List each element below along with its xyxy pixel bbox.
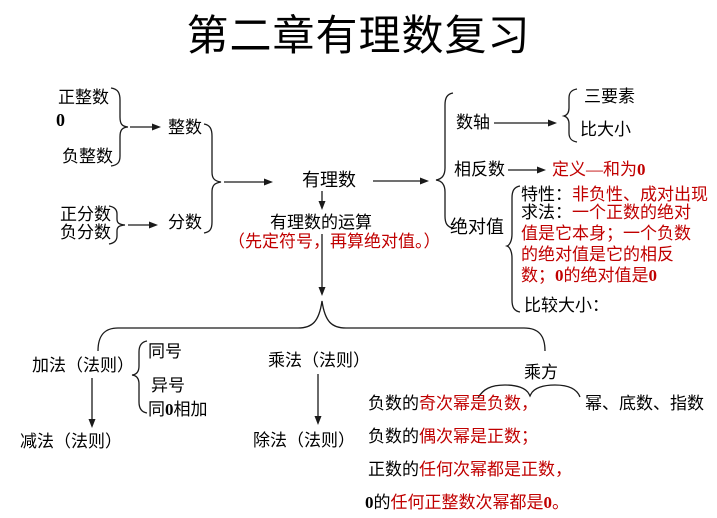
node-power: 乘方 [524,363,558,382]
node-three-elements: 三要素 [584,87,635,106]
arrow-rational-to-children [373,177,429,185]
brace-abs-children [504,185,521,313]
arrow-number-line [494,119,557,127]
note-opposite-definition: 定义—和为0 [552,160,646,179]
arrow-addition-to-subtraction [88,378,96,428]
node-number-line: 数轴 [456,113,490,132]
abs-method-line-4: 数；0的绝对值是0 [521,266,657,285]
brace-rational-children [435,92,454,229]
abs-compare-label: 比较大小： [524,296,609,315]
power-rule-line-1: 负数的奇次幂是负数， [368,394,538,413]
node-compare-size: 比大小 [580,120,631,139]
brace-addition-cases [131,340,148,414]
arrow-multiplication-to-division [314,374,322,425]
case-add-with-zero: 同0相加 [148,400,208,419]
node-negative-fractions: 负分数 [60,223,111,242]
abs-method-line-3: 的绝对值是它的相反 [521,245,674,264]
brace-fraction-group [108,205,126,245]
abs-method-line-1: 求法：一个正数的绝对 [521,203,691,222]
abs-property-line: 特性：非负性、成对出现 [521,185,708,204]
brace-rational-group [203,123,222,234]
arrow-integers-to-integer [130,123,161,131]
arrow-to-rational [224,178,273,186]
node-positive-integers: 正整数 [58,88,109,107]
power-rule-line-3: 正数的任何次幂都是正数， [368,460,572,479]
power-rule-line-2: 负数的偶次幂是正数； [368,427,538,446]
node-rational-operations: 有理数的运算 [270,213,372,232]
node-integers: 整数 [168,118,202,137]
node-fractions: 分数 [168,213,202,232]
abs-method-line-2: 值是它本身；一个负数 [521,224,691,243]
node-multiplication-rule: 乘法（法则） [268,351,370,370]
case-different-sign: 异号 [151,376,185,395]
page-title: 第二章有理数复习 [186,14,531,60]
node-power-terms: 幂、底数、指数 [585,394,704,413]
arrow-rational-to-operations [318,191,326,210]
brace-number-line-children [561,88,578,143]
node-negative-integers: 负整数 [62,147,113,166]
node-division-rule: 除法（法则） [253,431,355,450]
node-subtraction-rule: 减法（法则） [20,432,122,451]
note-operations-rule: （先定符号，再算绝对值。） [228,232,441,251]
arrow-fractions-to-fraction [128,221,158,229]
case-same-sign: 同号 [148,342,182,361]
node-opposite-numbers: 相反数 [454,160,505,179]
arrow-opposite [508,166,546,174]
node-positive-fractions: 正分数 [60,205,111,224]
node-absolute-value: 绝对值 [450,217,504,237]
power-rule-line-4: 0的任何正整数次幂都是0。 [365,493,569,512]
node-addition-rule: 加法（法则） [32,356,134,375]
brace-integer-group [110,87,129,167]
node-zero: 0 [56,110,65,130]
node-rational-numbers: 有理数 [302,170,356,190]
